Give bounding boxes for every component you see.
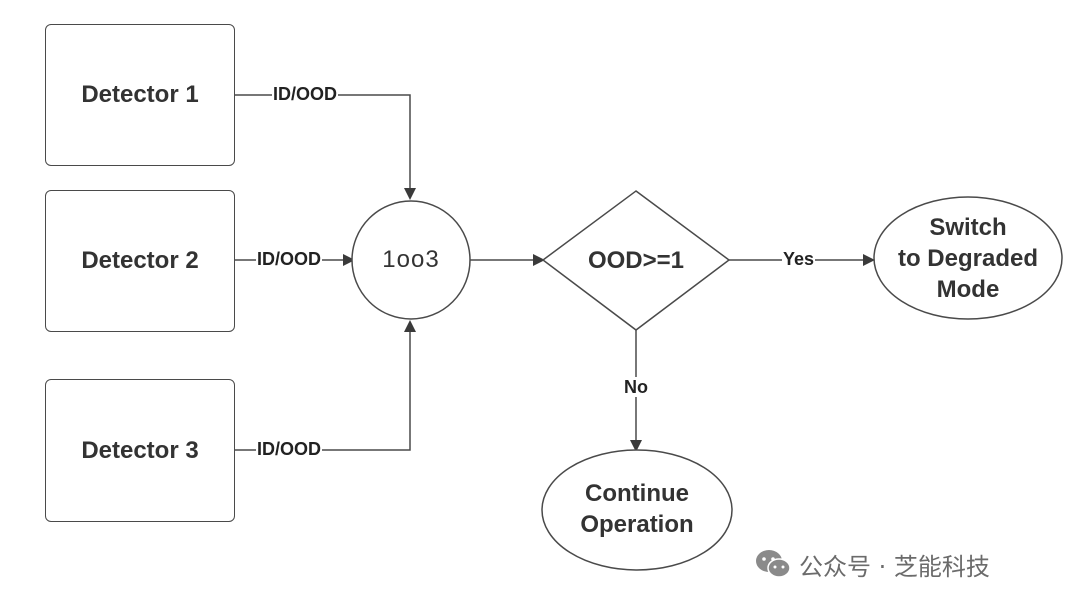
degraded-line-1: Switch bbox=[929, 213, 1007, 241]
decision-label: OOD>=1 bbox=[587, 246, 685, 274]
degraded-ellipse bbox=[873, 196, 1063, 320]
decision-diamond bbox=[541, 190, 731, 331]
wechat-icon bbox=[756, 550, 791, 578]
yes-label: Yes bbox=[782, 249, 816, 269]
detector-3-box: Detector 3 bbox=[45, 379, 235, 522]
watermark-text: 公众号 · 芝能科技 bbox=[799, 552, 990, 581]
detector-3-output-label: ID/OOD bbox=[256, 439, 323, 459]
edge-detector3-voter bbox=[235, 320, 416, 451]
detector-1-label: Detector 1 bbox=[81, 81, 199, 108]
detector-2-label: Detector 2 bbox=[81, 247, 199, 274]
voter-label: 1oo3 bbox=[382, 246, 440, 273]
detector-1-output-label: ID/OOD bbox=[272, 84, 339, 104]
continue-ellipse bbox=[541, 449, 733, 571]
detector-1-box: Detector 1 bbox=[45, 24, 235, 166]
degraded-line-3: Mode bbox=[936, 275, 1000, 303]
no-label: No bbox=[623, 377, 649, 397]
detector-3-label: Detector 3 bbox=[81, 436, 199, 464]
voter-circle bbox=[351, 200, 471, 320]
continue-line-1: Continue bbox=[585, 480, 689, 507]
detector-2-output-label: ID/OOD bbox=[256, 249, 323, 269]
degraded-line-2: to Degraded bbox=[897, 244, 1038, 272]
degraded-mode-label: Switch to Degraded Mode bbox=[874, 210, 1062, 306]
continue-line-2: Operation bbox=[580, 511, 694, 538]
continue-operation-label: Continue Operation bbox=[542, 476, 732, 542]
watermark: 公众号 · 芝能科技 bbox=[755, 546, 990, 582]
edge-detector1-voter bbox=[235, 94, 416, 200]
detector-2-box: Detector 2 bbox=[45, 190, 235, 332]
